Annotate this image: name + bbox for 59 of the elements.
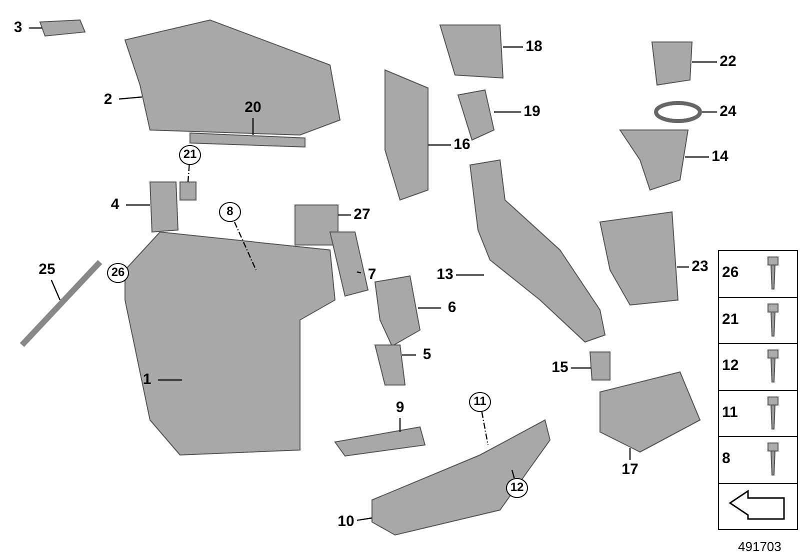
- leader-line: [29, 27, 42, 29]
- diagram-number: 491703: [738, 538, 782, 556]
- leader-line: [356, 517, 372, 521]
- leader-line: [418, 307, 441, 309]
- callout-number: 17: [619, 460, 641, 480]
- callout-number: 14: [709, 147, 731, 167]
- leader-line: [494, 111, 521, 113]
- leader-line: [399, 418, 401, 432]
- leader-line: [571, 367, 591, 369]
- leader-line: [629, 448, 631, 460]
- part-number: 11: [722, 404, 738, 422]
- leader-line: [338, 214, 351, 216]
- callout-number: 25: [36, 260, 58, 280]
- callout-number: 15: [549, 358, 571, 378]
- leader-line: [50, 280, 61, 300]
- callout-number: 13: [434, 265, 456, 285]
- callout-number: 19: [521, 102, 543, 122]
- callout-number: 27: [351, 205, 373, 225]
- callout-number: 6: [441, 298, 463, 318]
- leader-line: [503, 46, 523, 48]
- leader-line: [677, 266, 689, 268]
- callout-number: 24: [717, 102, 739, 122]
- callout-number: 11: [469, 392, 491, 412]
- leader-line: [234, 222, 257, 270]
- part-number: 12: [722, 357, 739, 375]
- leader-line: [252, 118, 254, 135]
- leader-line: [685, 156, 709, 158]
- part-number: 26: [722, 264, 739, 282]
- leader-line: [187, 164, 190, 182]
- leader-line: [692, 61, 717, 63]
- leader-line: [402, 354, 416, 356]
- callout-number: 26: [107, 263, 129, 283]
- callout-number: 23: [689, 257, 711, 277]
- callout-number: 8: [219, 202, 241, 222]
- leader-line: [356, 271, 362, 274]
- callout-number: 18: [523, 37, 545, 57]
- callout-number: 21: [179, 145, 201, 165]
- callout-number: 5: [416, 345, 438, 365]
- callout-number: 16: [451, 135, 473, 155]
- leader-line: [118, 96, 142, 100]
- leader-line: [158, 379, 182, 381]
- leader-line: [456, 274, 484, 276]
- callout-number: 12: [506, 478, 528, 498]
- callout-number: 4: [104, 195, 126, 215]
- leader-line: [126, 204, 150, 206]
- leader-line: [428, 144, 451, 146]
- part-number: 8: [722, 450, 730, 468]
- leader-line: [511, 470, 515, 478]
- callout-number: 9: [389, 398, 411, 418]
- callout-number: 2: [97, 90, 119, 110]
- leader-line: [481, 412, 489, 446]
- callout-number: 1: [136, 370, 158, 390]
- part-number: 21: [722, 310, 739, 328]
- leader-line: [702, 111, 717, 113]
- callout-number: 7: [361, 265, 383, 285]
- callout-number: 20: [242, 98, 264, 118]
- callout-number: 10: [335, 512, 357, 532]
- callout-number: 3: [7, 18, 29, 38]
- callout-number: 22: [717, 52, 739, 72]
